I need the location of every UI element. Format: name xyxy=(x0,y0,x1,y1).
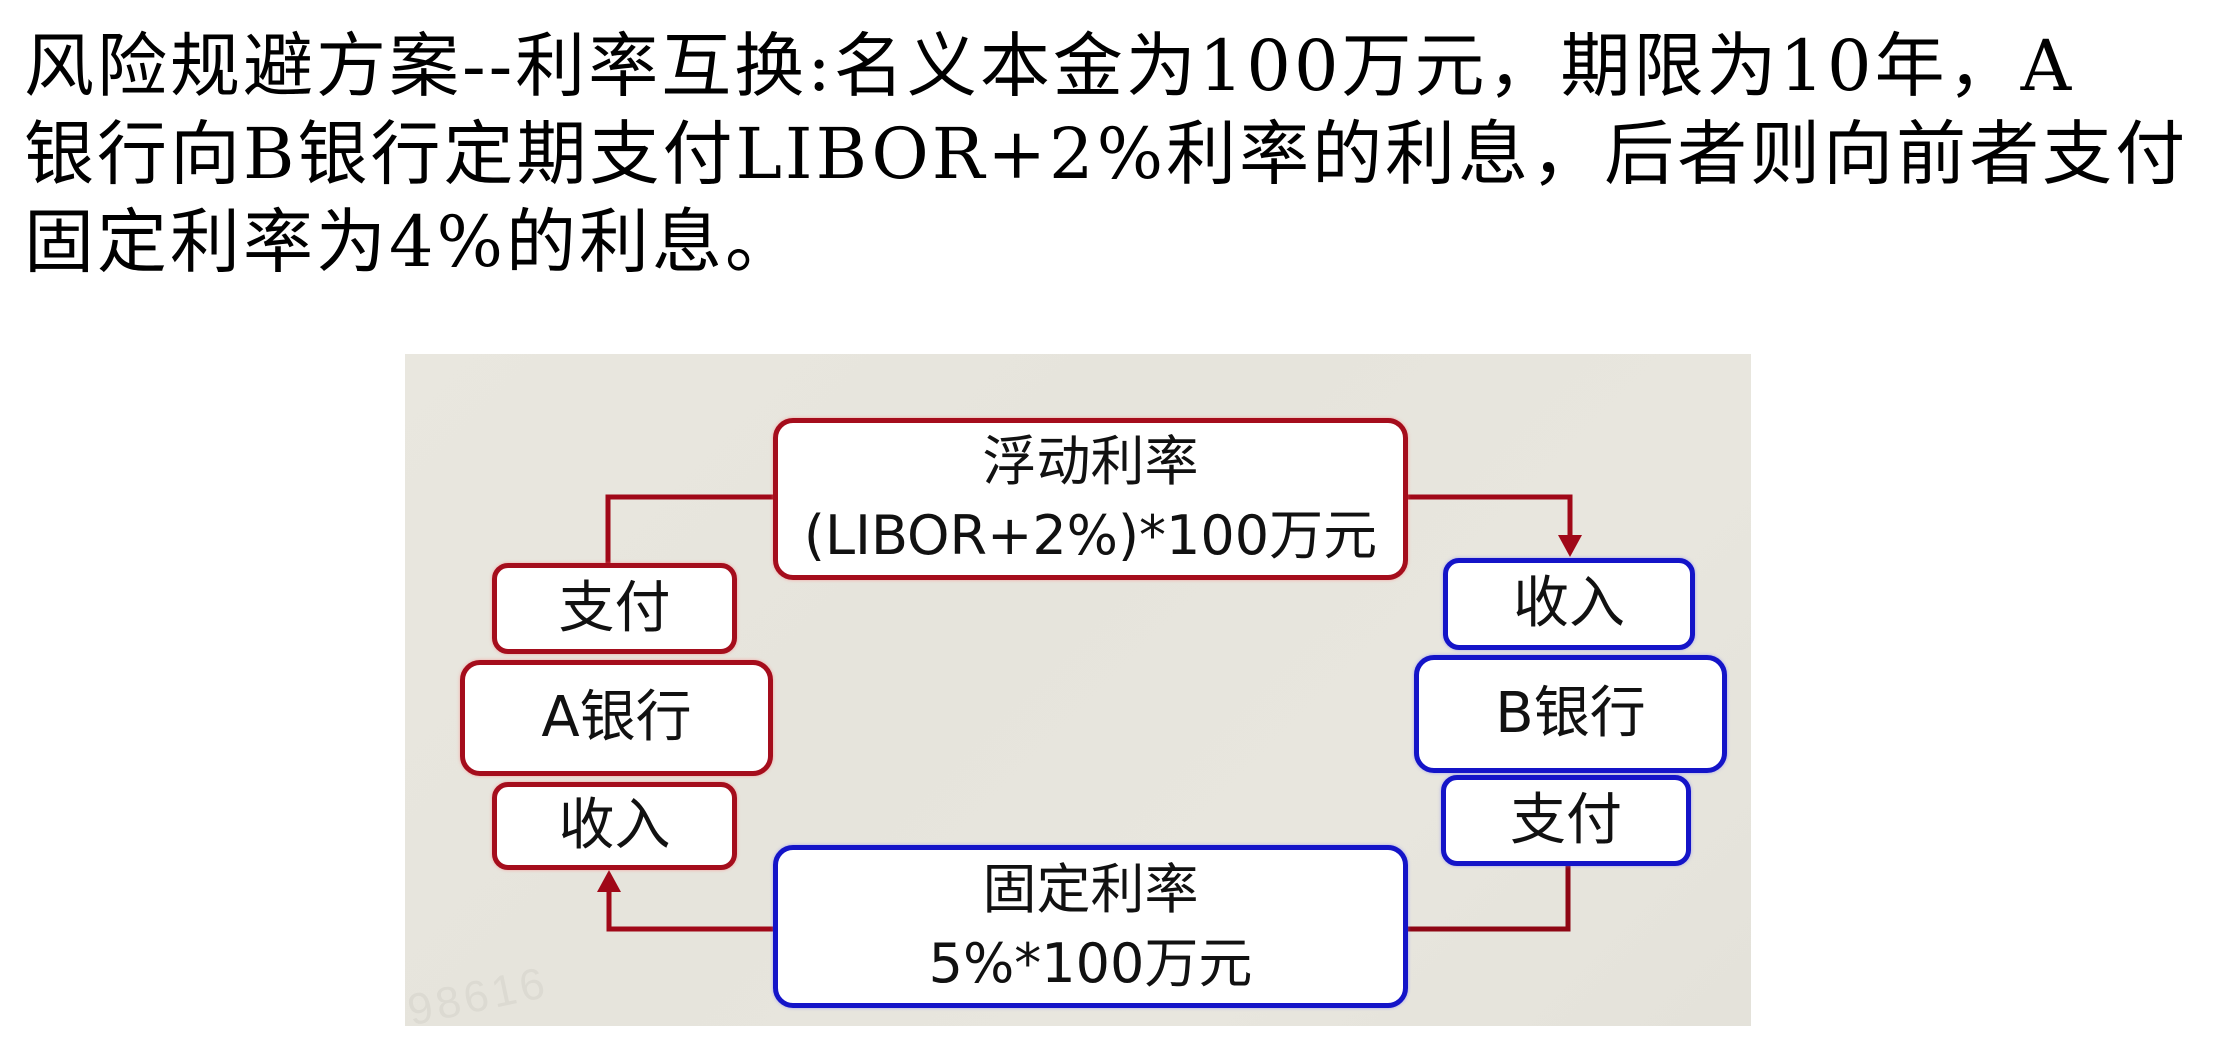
bank-a-pay-box: 支付 xyxy=(492,563,737,654)
problem-statement: 风险规避方案--利率互换:名义本金为100万元，期限为10年，A 银行向B银行定… xyxy=(24,22,2204,286)
statement-line-2: 银行向B银行定期支付LIBOR+2%利率的利息，后者则向前者支付 xyxy=(24,113,2189,195)
connector-floating-to-b-receive xyxy=(1408,494,1573,537)
floating-rate-title: 浮动利率 xyxy=(982,430,1199,493)
floating-rate-amount: (LIBOR+2%)*100万元 xyxy=(803,504,1378,567)
floating-rate-box: 浮动利率 (LIBOR+2%)*100万元 xyxy=(773,418,1408,580)
fixed-rate-box: 固定利率 5%*100万元 xyxy=(773,845,1408,1008)
bank-b-pay-label: 支付 xyxy=(1510,787,1622,853)
fixed-rate-title: 固定利率 xyxy=(982,857,1199,921)
statement-line-3: 固定利率为4%的利息。 xyxy=(24,201,799,283)
flow-connectors xyxy=(597,494,1582,932)
bank-a-receive-label: 收入 xyxy=(558,793,671,858)
connector-a-pay-to-floating xyxy=(605,494,773,564)
arrow-up-icon xyxy=(597,870,621,892)
bank-b-receive-box: 收入 xyxy=(1443,558,1695,650)
bank-a-box: A银行 xyxy=(460,660,773,776)
bank-b-receive-label: 收入 xyxy=(1513,571,1625,636)
bank-a-receive-box: 收入 xyxy=(492,782,737,870)
bank-a-name: A银行 xyxy=(541,685,692,750)
arrow-down-icon xyxy=(1558,535,1582,557)
bank-b-pay-box: 支付 xyxy=(1441,775,1691,866)
interest-rate-swap-diagram: 98616 浮动利率 (LIBOR+2%)*100万元 支付 A银行 收入 收入… xyxy=(405,354,1751,1026)
connector-fixed-to-a-receive xyxy=(606,889,773,932)
connector-b-pay-to-fixed xyxy=(1407,864,1571,932)
bank-b-name: B银行 xyxy=(1495,681,1646,746)
bank-a-pay-label: 支付 xyxy=(558,575,671,641)
fixed-rate-amount: 5%*100万元 xyxy=(928,931,1253,995)
statement-line-1: 风险规避方案--利率互换:名义本金为100万元，期限为10年，A xyxy=(24,25,2075,107)
bank-b-box: B银行 xyxy=(1414,655,1727,773)
